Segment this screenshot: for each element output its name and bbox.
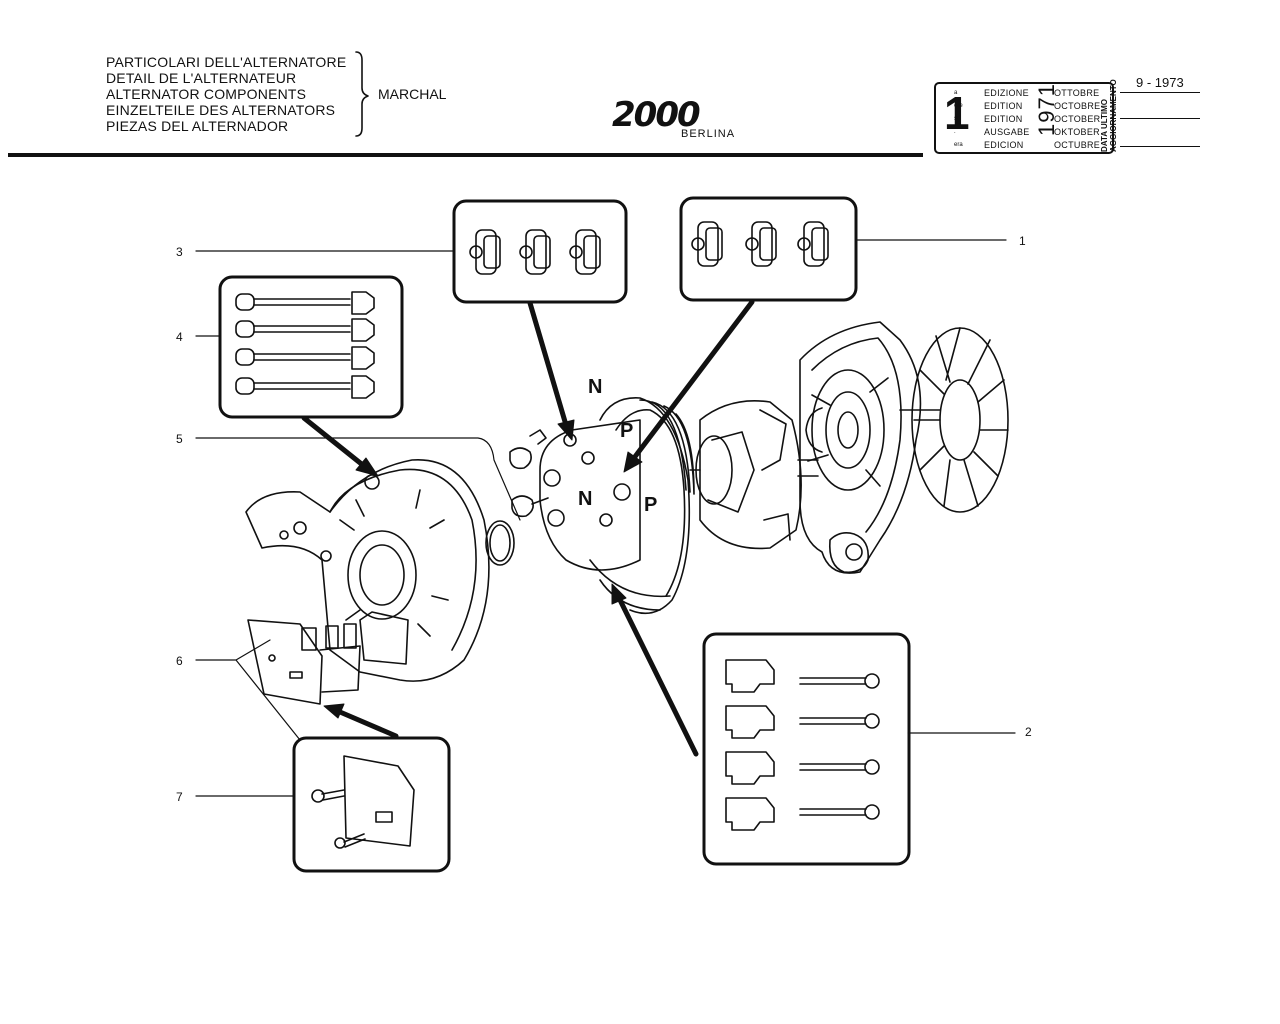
leader-lines [195,239,1016,797]
model-variant: BERLINA [681,128,736,140]
callout-2: 2 [1025,725,1032,739]
terminal-clip [725,705,880,739]
bearing [745,221,777,267]
edition-box: 1 a ère st . era EDIZIONE EDITION EDITIO… [934,82,1114,154]
title-brace [355,51,369,137]
stator [589,397,695,615]
callout-4: 4 [176,330,183,344]
edition-month: OCTOBER [1054,114,1101,124]
edition-word: EDIZIONE [984,88,1029,98]
callout-1: 1 [1019,234,1026,248]
update-line [1120,146,1200,147]
manufacturer-name: MARCHAL [378,86,447,102]
box-4-through-bolts [218,275,404,419]
edition-suffix: st [954,116,959,122]
terminal-label-n: N [578,488,593,510]
terminal-clip [725,797,880,831]
edition-month: OTTOBRE [1054,88,1100,98]
box-1-bearings [679,196,858,302]
terminal-label-p: P [620,420,634,442]
edition-suffix: ère [954,103,963,109]
callout-6: 6 [176,654,183,668]
edition-month: OCTOBRE [1054,101,1101,111]
title-it: PARTICOLARI DELL'ALTERNATORE [106,54,347,70]
screw [311,789,345,803]
slip-ring-end-housing [245,459,490,682]
update-line [1120,118,1200,119]
screw [334,833,366,849]
through-bolt [235,291,375,315]
bearing [797,221,829,267]
edition-word: AUSGABE [984,127,1030,137]
o-ring [485,520,515,566]
callout-5: 5 [176,432,183,446]
edition-suffix: era [954,142,963,148]
bearing [469,229,501,275]
terminal-label-n: N [588,376,603,398]
pointer-arrows [301,299,755,757]
edition-suffix: a [954,90,958,96]
brush-holder [247,619,361,705]
box-3-bearings [452,199,628,304]
last-update-date: 9 - 1973 [1136,75,1184,90]
edition-word: EDICION [984,140,1024,150]
terminal-clip [725,751,880,785]
edition-word: EDITION [984,101,1023,111]
bearing [691,221,723,267]
box-2-terminal-clips [702,632,911,866]
callout-7: 7 [176,790,183,804]
title-en: ALTERNATOR COMPONENTS [106,86,307,102]
edition-word: EDITION [984,114,1023,124]
edition-month: OKTOBER [1054,127,1100,137]
bearing [569,229,601,275]
title-es: PIEZAS DEL ALTERNADOR [106,118,289,134]
update-line [1120,92,1200,93]
model-logo: 2000 [612,95,701,135]
drive-end-housing [799,321,922,574]
callout-3: 3 [176,245,183,259]
title-fr: DETAIL DE L'ALTERNATEUR [106,70,297,86]
cooling-fan [899,327,1009,513]
bearing [519,229,551,275]
edition-month: OCTUBRE [1054,140,1101,150]
box-7-brush-cover [292,736,451,873]
terminal-clip [725,659,880,693]
rectifier-plate [509,419,641,571]
through-bolt [235,375,375,399]
terminal-label-p: P [644,494,658,516]
header-rule [8,153,923,157]
title-de: EINZELTEILE DES ALTERNATORS [106,102,336,118]
through-bolt [235,318,375,342]
edition-suffix: . [954,129,956,135]
edition-number: 1 [944,87,970,139]
rotor [689,400,819,550]
through-bolt [235,346,375,370]
